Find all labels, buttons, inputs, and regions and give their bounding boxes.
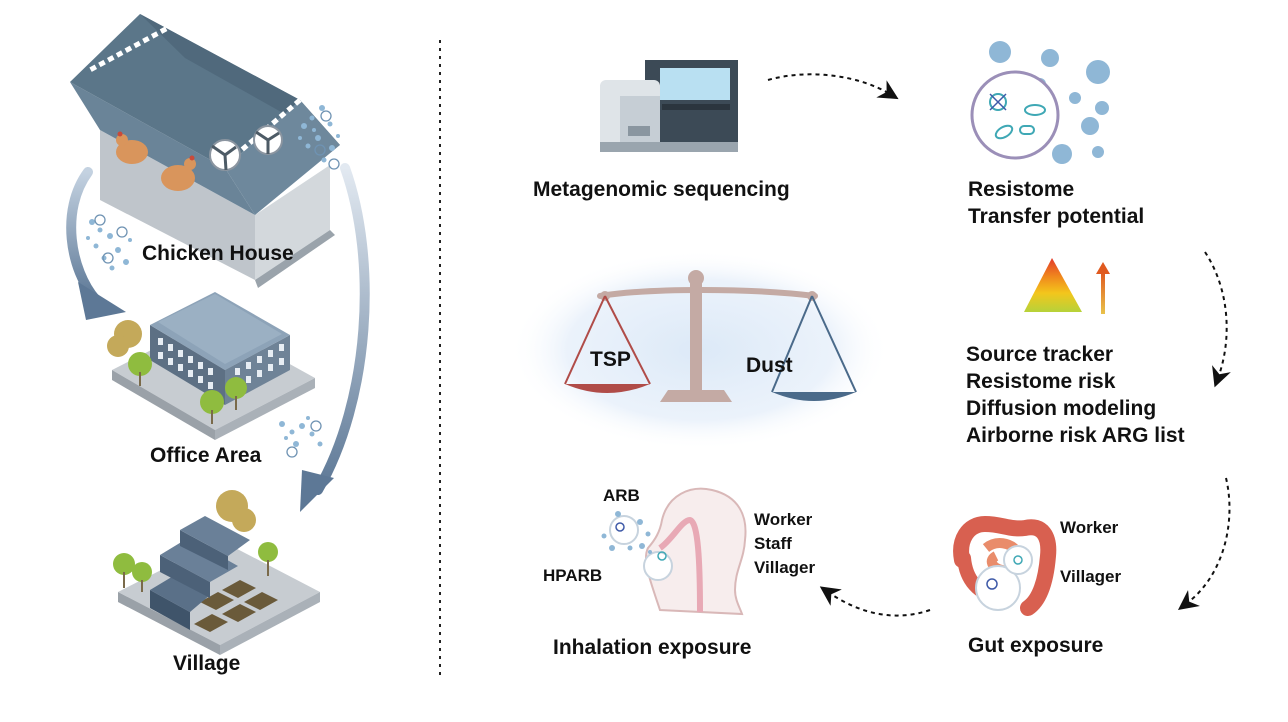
- gut-exposure-label: Gut exposure: [968, 634, 1104, 657]
- worker-line: Worker: [754, 510, 813, 529]
- chicken-house-label: Chicken House: [142, 242, 294, 265]
- tsp-label: TSP: [590, 348, 631, 371]
- arrow-gut-to-inhalation: [819, 586, 931, 617]
- gut-worker-label: Worker: [1060, 518, 1119, 537]
- village-illustration: [113, 490, 320, 655]
- transfer-potential-line: Transfer potential: [968, 205, 1145, 228]
- resistome-risk-line: Resistome risk: [966, 370, 1116, 393]
- human-head-icon: [601, 487, 747, 616]
- resistome-icon: [970, 41, 1110, 164]
- hparb-label: HPARB: [543, 566, 603, 585]
- transport-arrow-to-office: [66, 167, 126, 320]
- office-area-illustration: [107, 292, 323, 458]
- airborne-risk-line: Airborne risk ARG list: [966, 424, 1185, 447]
- sequencer-icon: [600, 60, 738, 152]
- office-area-label: Office Area: [150, 444, 262, 467]
- arb-label: ARB: [603, 486, 640, 505]
- staff-line: Staff: [754, 534, 792, 553]
- sequencing-label: Metagenomic sequencing: [533, 178, 790, 201]
- intestine-icon: [953, 515, 1057, 616]
- village-label: Village: [173, 652, 241, 675]
- arrow-sequencing-to-resistome: [767, 73, 899, 100]
- source-tracker-line: Source tracker: [966, 343, 1114, 366]
- arrow-analysis-to-gut: [1177, 477, 1231, 610]
- gut-villager-label: Villager: [1060, 567, 1122, 586]
- arrow-resistome-to-analysis: [1204, 251, 1231, 388]
- resistome-labels: Resistome Transfer potential: [968, 176, 1144, 230]
- chicken-house-illustration: [70, 14, 340, 288]
- transport-arrow-to-village: [300, 163, 370, 512]
- resistome-line: Resistome: [968, 178, 1075, 201]
- analysis-labels: Source tracker Resistome risk Diffusion …: [966, 341, 1185, 449]
- inhalation-groups: Worker Staff Villager: [754, 508, 815, 580]
- diffusion-modeling-line: Diffusion modeling: [966, 397, 1157, 420]
- balance-scale: [510, 250, 890, 450]
- dust-label: Dust: [746, 354, 793, 377]
- villager-line: Villager: [754, 558, 816, 577]
- risk-pyramid-icon: [1024, 258, 1110, 314]
- inhalation-exposure-label: Inhalation exposure: [553, 636, 752, 659]
